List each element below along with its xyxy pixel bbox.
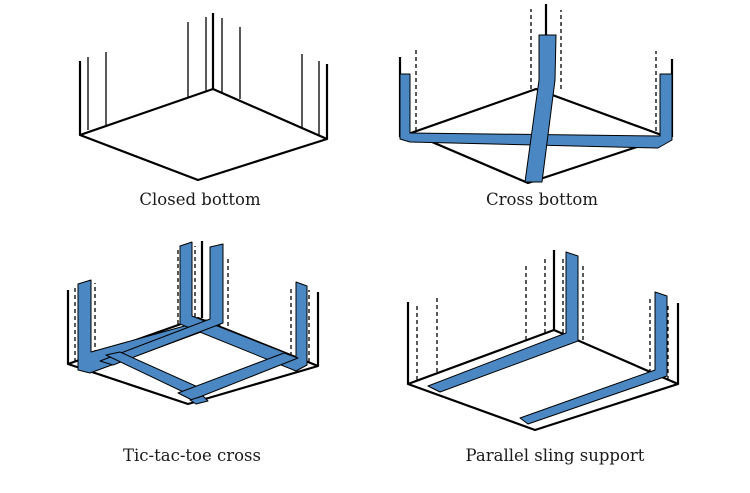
panel-cross-bottom: Cross bottom xyxy=(398,4,674,209)
panel-parallel-sling-support: Parallel sling support xyxy=(406,250,680,465)
caption-closed-bottom: Closed bottom xyxy=(139,190,261,209)
strap-horizontal xyxy=(399,73,673,149)
closed-bottom-box xyxy=(78,13,329,182)
caption-tic-tac-toe-cross: Tic-tac-toe cross xyxy=(123,446,261,465)
sling-strap-front xyxy=(519,291,668,425)
strap-back-right xyxy=(179,241,308,372)
closed-bottom-base xyxy=(78,87,329,182)
caption-cross-bottom: Cross bottom xyxy=(486,190,598,209)
caption-parallel-sling-support: Parallel sling support xyxy=(466,446,645,465)
sling-strap-back xyxy=(427,251,579,393)
strap-front-right xyxy=(177,352,299,401)
panel-tic-tac-toe-cross: Tic-tac-toe cross xyxy=(66,241,320,465)
panel-closed-bottom: Closed bottom xyxy=(78,13,329,209)
strap-crossing xyxy=(189,395,209,405)
strap-front-left xyxy=(99,243,224,366)
strap-vertical xyxy=(524,34,557,183)
